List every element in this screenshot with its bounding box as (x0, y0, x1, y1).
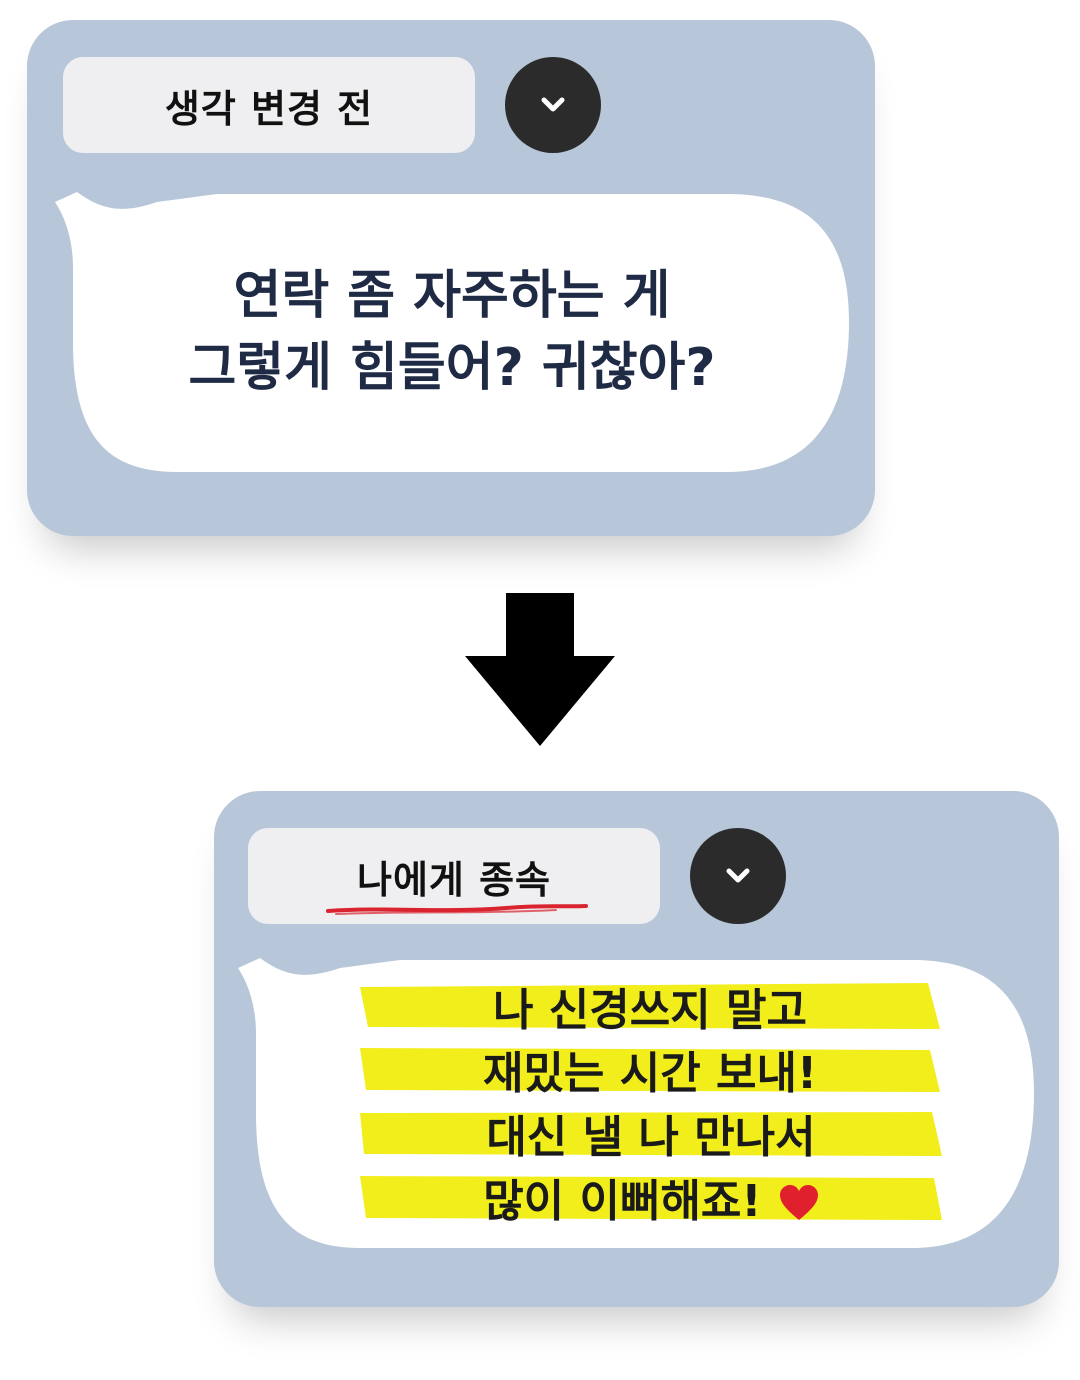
after-card: 나에게 종속 나 신경쓰지 말고 (214, 791, 1059, 1307)
chevron-down-icon (541, 97, 565, 112)
after-toggle-button[interactable] (690, 828, 786, 924)
before-label-chip: 생각 변경 전 (63, 57, 475, 153)
after-message-line: 재밌는 시간 보내! (360, 1046, 940, 1099)
before-message-line: 연락 좀 자주하는 게 (233, 266, 671, 326)
chevron-down-icon (726, 868, 750, 883)
after-label: 나에게 종속 (356, 857, 552, 902)
after-message-line: 대신 낼 나 만나서 (360, 1110, 942, 1163)
after-message-line: 많이 이뻐해죠! (360, 1174, 942, 1227)
before-card: 생각 변경 전 연락 좀 자주하는 게 그렇게 힘들어? 귀찮아? (27, 20, 875, 536)
after-message-line: 나 신경쓰지 말고 (360, 983, 940, 1036)
after-label-chip: 나에게 종속 (248, 828, 660, 924)
before-toggle-button[interactable] (505, 57, 601, 153)
before-speech-bubble: 연락 좀 자주하는 게 그렇게 힘들어? 귀찮아? (37, 172, 867, 492)
before-message: 연락 좀 자주하는 게 그렇게 힘들어? 귀찮아? (37, 260, 867, 404)
before-message-line: 그렇게 힘들어? 귀찮아? (188, 338, 716, 398)
before-label: 생각 변경 전 (164, 86, 374, 131)
after-speech-bubble: 나 신경쓰지 말고 재밌는 시간 보내! 대신 낼 나 만나서 많이 이 (220, 938, 1052, 1266)
arrow-down-icon (465, 593, 615, 746)
heart-icon (779, 1185, 818, 1220)
red-underline-mark (326, 904, 588, 915)
